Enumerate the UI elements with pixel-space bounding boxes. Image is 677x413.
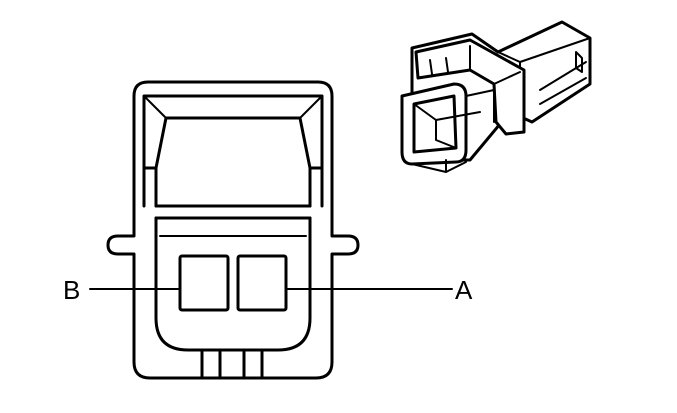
terminal-a-cavity — [236, 254, 288, 312]
connector-housing-outline — [106, 80, 360, 380]
ledge-band — [154, 204, 312, 220]
connector-face-view: B A — [63, 80, 473, 380]
iso-body-detail — [539, 51, 587, 105]
bottom-key-tabs — [200, 348, 264, 380]
terminal-b-label: B — [63, 275, 80, 305]
terminal-b-cavity — [178, 254, 230, 312]
iso-front-frame-depth — [413, 89, 495, 149]
side-rail-right — [308, 166, 324, 208]
latch-window — [142, 94, 324, 170]
iso-latch-arm — [414, 38, 526, 136]
connector-isometric-view — [400, 20, 592, 173]
terminal-a-label: A — [455, 275, 473, 305]
latch-window-bevel — [143, 95, 323, 119]
side-rail-left — [142, 166, 158, 208]
iso-bottom-rail — [411, 159, 467, 173]
iso-latch-detail — [429, 45, 521, 85]
terminal-cavity-outline — [154, 216, 312, 352]
